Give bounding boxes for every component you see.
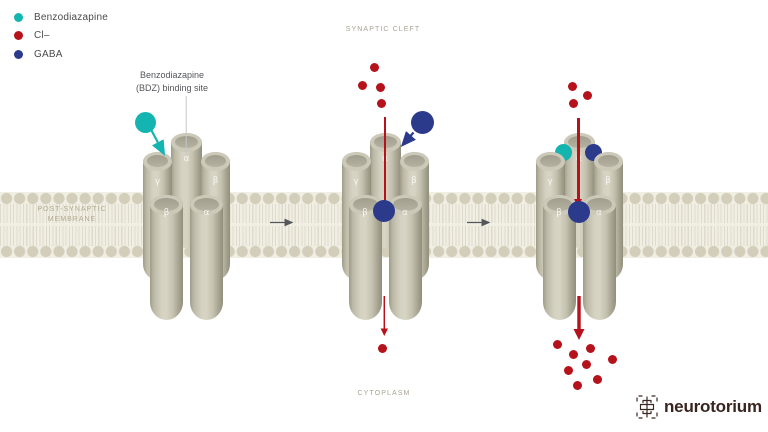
- channel-pore-icon: [150, 195, 183, 215]
- channel-pore-icon: [582, 195, 616, 215]
- chloride-ion: [377, 343, 387, 353]
- gaba-bound-channel-stage2: [373, 199, 395, 222]
- bdz-annotation-line1: Benzodiazapine: [139, 70, 205, 80]
- chloride-ion: [581, 359, 591, 369]
- chloride-ion: [607, 354, 617, 364]
- chloride-ion: [563, 365, 573, 375]
- chloride-flow-line: [576, 118, 581, 199]
- channel-pore-icon: [535, 152, 565, 171]
- psm-label-line1: POST-SYNAPTIC: [37, 206, 107, 213]
- chloride-ion: [592, 374, 602, 384]
- post-synaptic-membrane-label: POST-SYNAPTIC MEMBRANE: [24, 205, 120, 225]
- legend-label-benzodiazepine: Benzodiazapine: [34, 11, 108, 23]
- subunit-label-beta: β: [556, 208, 562, 218]
- chloride-ion: [572, 380, 582, 390]
- subunit-label-gamma: γ: [154, 177, 161, 187]
- gaba-receptor-stage2: α γ β β α: [341, 117, 429, 320]
- synaptic-cleft-label: SYNAPTIC CLEFT: [345, 26, 421, 33]
- subunit-label-gamma: γ: [353, 177, 359, 187]
- legend: Benzodiazapine Cl– GABA: [14, 12, 108, 68]
- cl-exit-arrowhead-stage3: [573, 329, 585, 340]
- benzodiazepine-molecule: [134, 111, 156, 133]
- cl-exit-line-stage3: [577, 296, 581, 329]
- chloride-ion: [585, 343, 595, 353]
- gaba-bound-channel-stage3: [568, 201, 590, 223]
- legend-item-benzodiazepine: Benzodiazapine: [14, 11, 108, 23]
- chloride-ion: [582, 90, 592, 100]
- neurotorium-logo[interactable]: neurotorium: [634, 393, 762, 421]
- chloride-ion: [567, 81, 577, 91]
- subunit-label-alpha: α: [402, 208, 408, 218]
- subunit-label-beta: β: [362, 208, 368, 218]
- neurotorium-tree-icon: [636, 395, 658, 419]
- subunit-label-beta: β: [163, 208, 170, 218]
- gaba-receptor-stage1: α γ β β α: [143, 133, 230, 320]
- subunit-beta-front: β: [150, 195, 183, 320]
- channel-pore-icon: [542, 195, 576, 215]
- subunit-label-beta: β: [212, 176, 219, 186]
- chloride-ion: [369, 62, 379, 72]
- logo-wordmark: neurotorium: [664, 397, 762, 416]
- subunit-label-alpha: α: [183, 154, 190, 164]
- chloride-ion: [568, 98, 578, 108]
- chloride-flow-line: [384, 117, 386, 210]
- legend-item-gaba: GABA: [14, 48, 108, 60]
- channel-pore-icon: [201, 152, 230, 171]
- chloride-ion: [376, 98, 386, 108]
- gaba-dot-icon: [14, 49, 23, 59]
- channel-pore-icon: [171, 133, 202, 152]
- bdz-annotation-line2: (BDZ) binding site: [135, 82, 209, 93]
- chloride-ion: [568, 349, 578, 359]
- gaba-molecule: [411, 110, 434, 134]
- channel-pore-icon: [341, 152, 371, 171]
- psm-label-line2: MEMBRANE: [47, 216, 97, 223]
- bdz-binding-site-annotation: Benzodiazapine (BDZ) binding site: [116, 69, 228, 94]
- subunit-label-beta: β: [605, 176, 611, 186]
- subunit-label-alpha: α: [596, 208, 602, 218]
- subunit-beta-front: β: [542, 195, 576, 320]
- legend-item-chloride: Cl–: [14, 30, 108, 41]
- subunit-alpha-front: α: [190, 195, 223, 320]
- cytoplasm-label: CYTOPLASM: [357, 390, 411, 397]
- channel-pore-icon: [593, 152, 623, 171]
- channel-pore-icon: [143, 152, 172, 171]
- channel-pore-icon: [399, 152, 429, 171]
- chloride-ion: [357, 80, 367, 90]
- chloride-ion: [375, 82, 385, 92]
- subunit-label-gamma: γ: [547, 177, 553, 187]
- legend-label-chloride: Cl–: [34, 30, 50, 41]
- channel-pore-icon: [388, 195, 422, 215]
- subunit-alpha-front: α: [388, 195, 422, 320]
- subunit-label-beta: β: [411, 176, 417, 186]
- cl-exit-arrowhead-stage2: [380, 328, 388, 336]
- channel-pore-icon: [190, 195, 223, 215]
- subunit-label-alpha: α: [203, 208, 210, 218]
- chloride-dot-icon: [14, 31, 23, 40]
- gaba-receptor-stage3: α γ β β α: [535, 118, 623, 320]
- chloride-ion: [552, 339, 562, 349]
- legend-label-gaba: GABA: [34, 48, 63, 60]
- benzodiazepine-dot-icon: [14, 12, 23, 22]
